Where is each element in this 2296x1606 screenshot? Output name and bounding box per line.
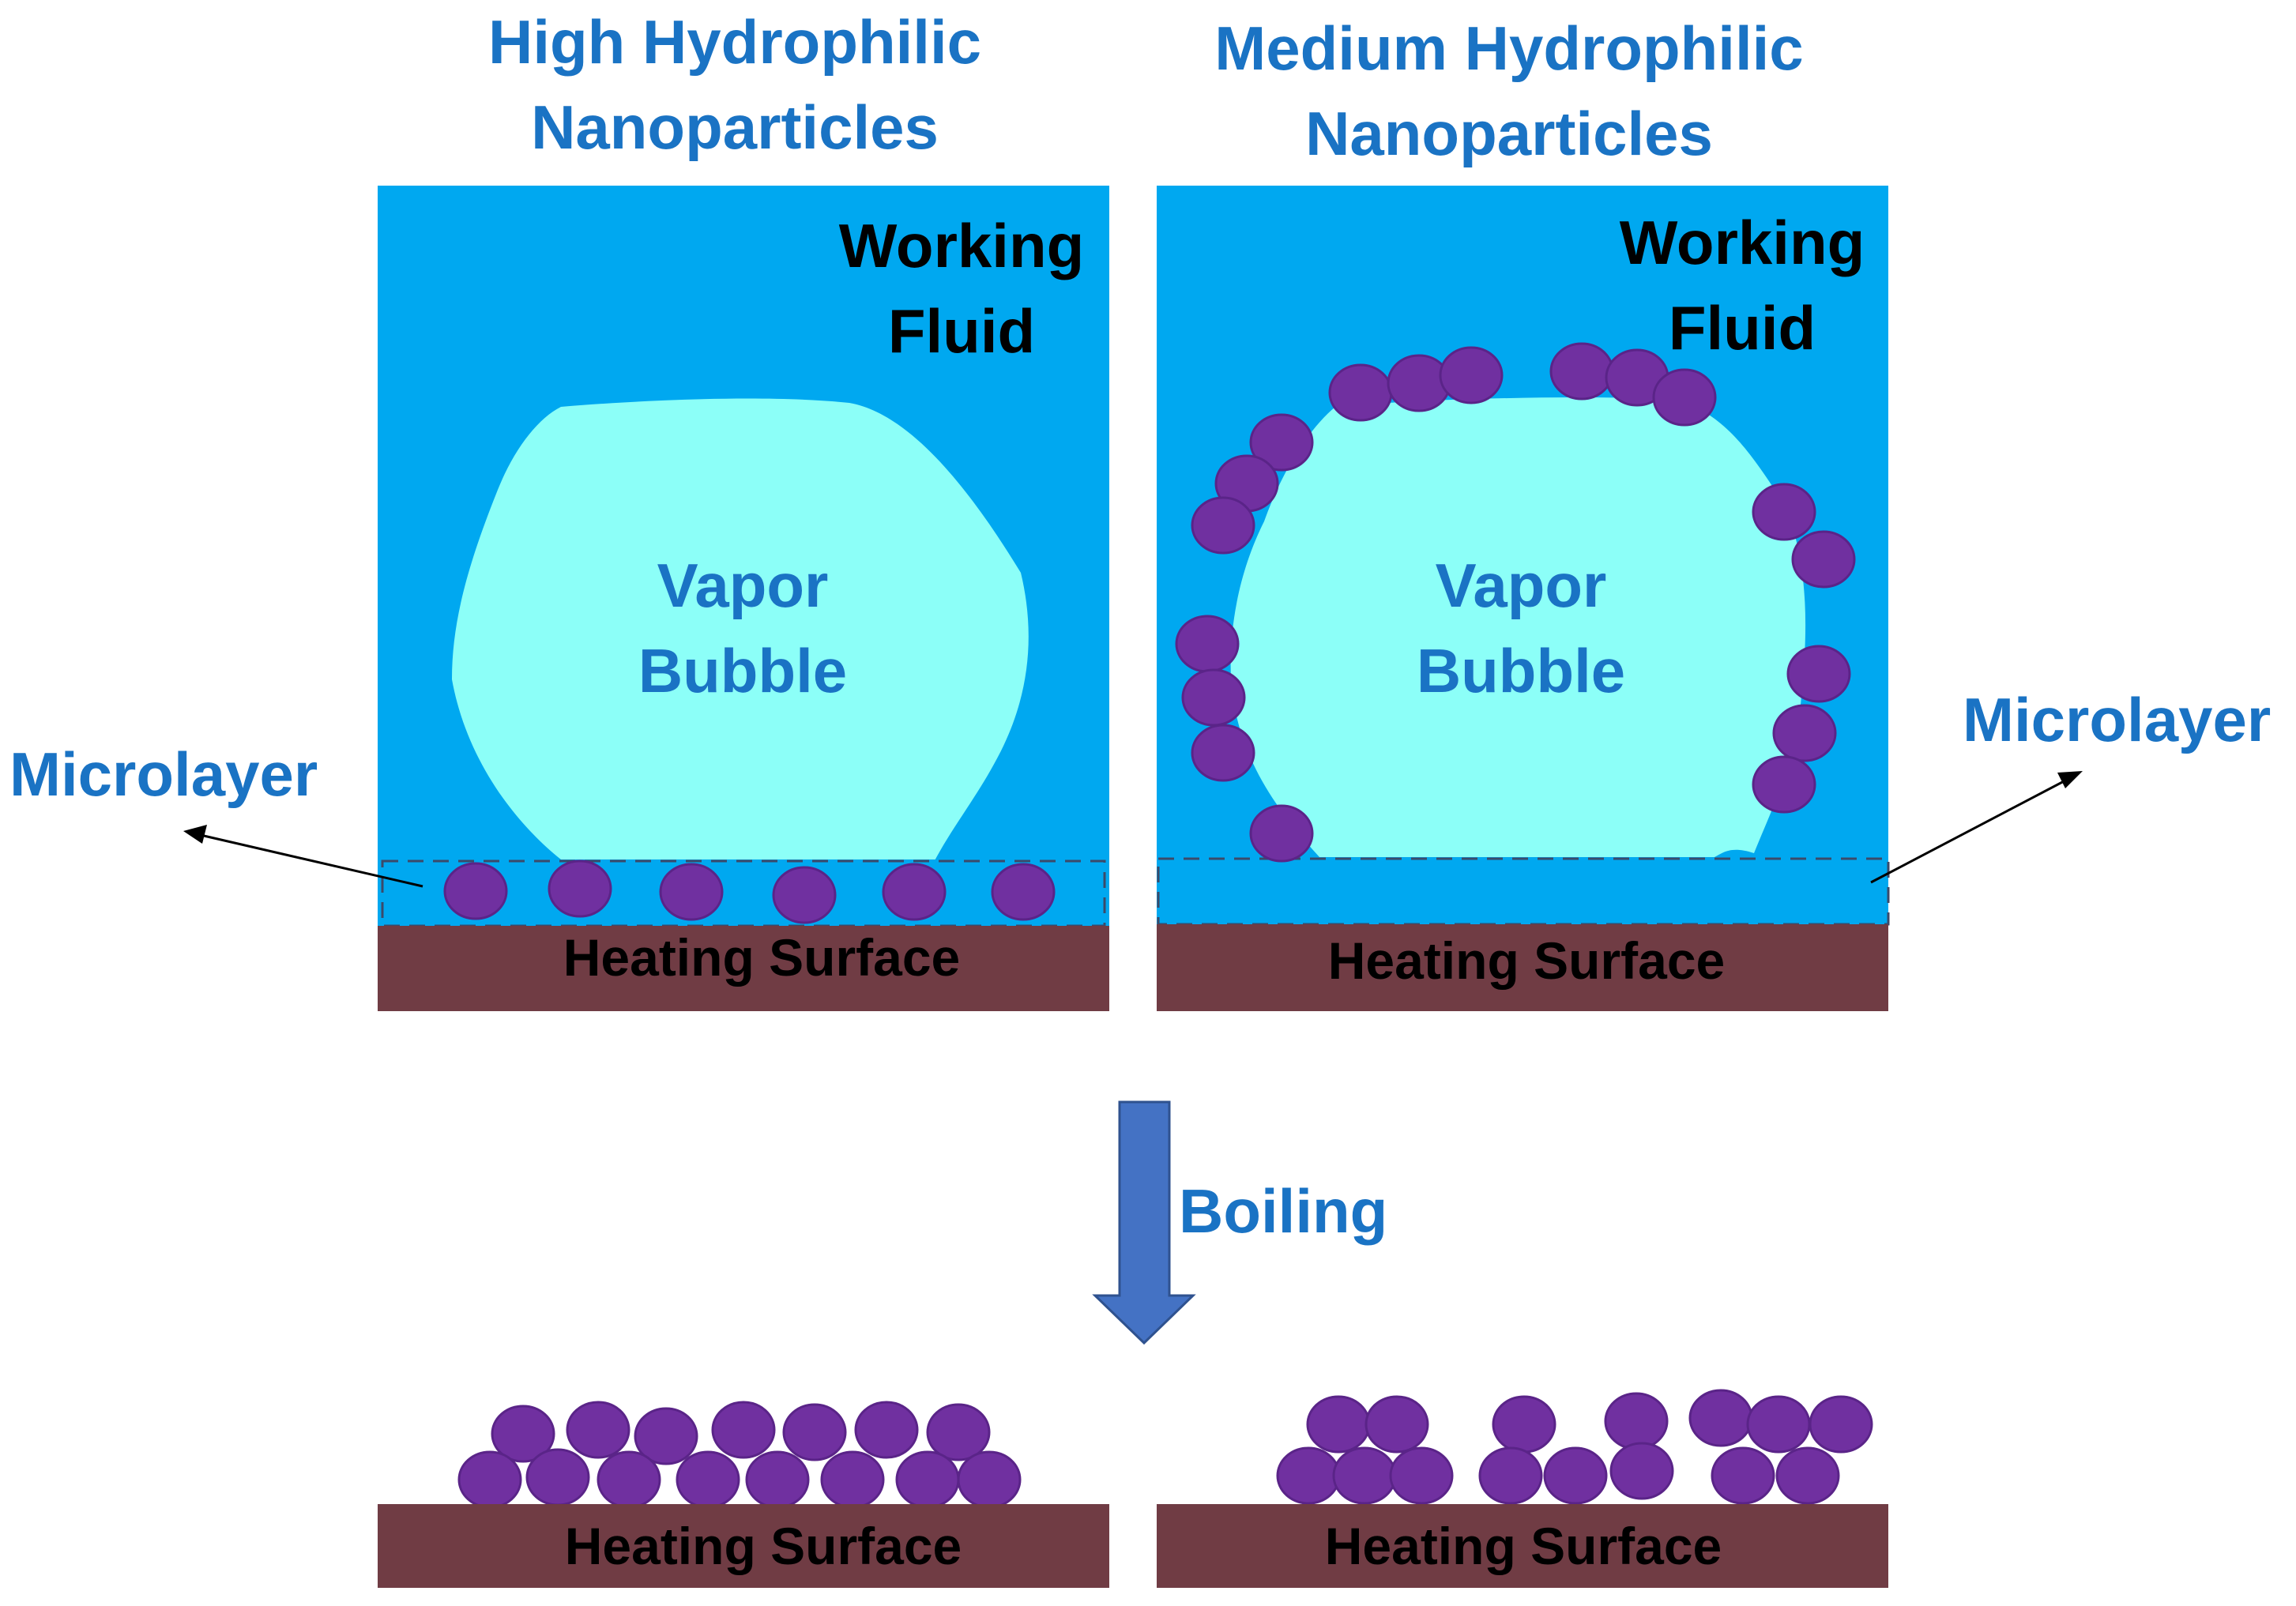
nanoparticle bbox=[1249, 804, 1314, 863]
nanoparticle bbox=[1604, 1392, 1669, 1450]
nanoparticle bbox=[566, 1401, 630, 1459]
nanoparticle bbox=[1549, 342, 1614, 401]
nanoparticle bbox=[1389, 1446, 1454, 1505]
vapor-label-right-2: Bubble bbox=[1417, 636, 1625, 705]
nanoparticle bbox=[1332, 1446, 1397, 1505]
microlayer-label-right: Microlayer bbox=[1963, 685, 2271, 754]
vapor-label-left-1: Vapor bbox=[657, 551, 829, 620]
heating-surface-label-right: Heating Surface bbox=[1328, 931, 1725, 990]
heating-surface-bottom-right bbox=[1157, 1504, 1888, 1588]
nanoparticle bbox=[1543, 1446, 1608, 1505]
nanoparticle bbox=[1181, 668, 1246, 727]
left-title-line1: High Hydrophilic bbox=[488, 7, 981, 77]
nanoparticle bbox=[854, 1401, 919, 1459]
vapor-label-left-2: Bubble bbox=[638, 636, 847, 705]
left-panel: Working Fluid Vapor Bubble Heating Surfa… bbox=[378, 186, 1109, 1011]
nanoparticle bbox=[1746, 1395, 1811, 1454]
right-title: Medium Hydrophilic Nanoparticles bbox=[1214, 13, 1803, 168]
nanoparticle bbox=[1306, 1395, 1371, 1454]
nanoparticle bbox=[1688, 1389, 1753, 1447]
working-fluid-label-right-1: Working bbox=[1620, 208, 1865, 277]
microlayer-region-right bbox=[1157, 857, 1888, 924]
nanoparticle bbox=[926, 1403, 991, 1461]
bubble-interface-particles-right bbox=[1175, 342, 1856, 863]
nanoparticle bbox=[711, 1401, 776, 1459]
nanoparticle bbox=[1711, 1446, 1775, 1505]
heating-surface-right bbox=[1157, 924, 1888, 1011]
nanoparticle bbox=[1786, 645, 1851, 703]
nanoparticle bbox=[957, 1450, 1022, 1509]
vapor-label-right-1: Vapor bbox=[1436, 551, 1607, 620]
nanoparticle bbox=[1439, 346, 1504, 404]
nanoparticle bbox=[1364, 1395, 1429, 1454]
nanoparticle bbox=[1478, 1446, 1543, 1505]
nanoparticle bbox=[1809, 1395, 1873, 1454]
nanoparticle bbox=[457, 1450, 522, 1509]
nanoparticle bbox=[491, 1405, 555, 1463]
boiling-arrow bbox=[1092, 1100, 1196, 1345]
left-title: High Hydrophilic Nanoparticles bbox=[488, 7, 981, 162]
microlayer-particles-left bbox=[443, 859, 1056, 924]
nanoparticle bbox=[772, 866, 837, 924]
nanoparticle bbox=[548, 859, 612, 918]
nanoparticle bbox=[991, 863, 1056, 921]
heating-surface-label-left: Heating Surface bbox=[563, 928, 960, 987]
microlayer-label-left: Microlayer bbox=[9, 739, 318, 809]
right-panel: Working Fluid Vapor Bubble Heating Surfa… bbox=[1157, 186, 1890, 1011]
nanoparticle bbox=[1492, 1395, 1556, 1454]
nanoparticle bbox=[1791, 530, 1856, 589]
nanoparticle bbox=[1772, 704, 1837, 762]
heating-surface-label-bottom-right: Heating Surface bbox=[1325, 1517, 1722, 1575]
nanoparticle bbox=[782, 1403, 847, 1461]
nanoparticle bbox=[443, 862, 508, 920]
microlayer-pointer-left bbox=[183, 825, 423, 888]
right-title-line1: Medium Hydrophilic bbox=[1214, 13, 1803, 83]
nanoparticle bbox=[1191, 724, 1255, 782]
nanoparticle bbox=[895, 1450, 960, 1509]
nanoparticle bbox=[1752, 755, 1816, 814]
nanoparticle bbox=[676, 1450, 740, 1509]
nanoparticle bbox=[1652, 368, 1717, 427]
heating-surface-label-bottom-left: Heating Surface bbox=[565, 1517, 962, 1575]
nanoparticle bbox=[1191, 496, 1255, 555]
left-title-line2: Nanoparticles bbox=[531, 92, 939, 162]
nanoparticle bbox=[1609, 1442, 1674, 1500]
heating-surface-left bbox=[378, 926, 1109, 1011]
microlayer-pointer-right bbox=[1870, 771, 2083, 884]
right-title-line2: Nanoparticles bbox=[1305, 99, 1713, 168]
nanoparticle bbox=[659, 863, 724, 921]
deposited-layer-left: Heating Surface bbox=[378, 1401, 1109, 1588]
nanoparticle bbox=[882, 863, 947, 921]
working-fluid-label-left-2: Fluid bbox=[888, 296, 1035, 366]
down-arrow-icon bbox=[1092, 1100, 1196, 1345]
nanoparticle bbox=[1276, 1446, 1341, 1505]
nanoparticle bbox=[597, 1450, 661, 1509]
working-fluid-label-right-2: Fluid bbox=[1669, 293, 1816, 363]
nanoparticle bbox=[525, 1448, 590, 1506]
vapor-bubble-left bbox=[452, 398, 1029, 908]
nanoparticle bbox=[820, 1450, 885, 1509]
nanoparticle bbox=[1328, 363, 1393, 422]
deposited-layer-right: Heating Surface bbox=[1157, 1389, 1888, 1588]
nanoparticle bbox=[745, 1450, 810, 1509]
heating-surface-bottom-left bbox=[378, 1504, 1109, 1588]
nanoparticle bbox=[1249, 413, 1314, 472]
nanoparticle bbox=[1752, 483, 1816, 541]
boiling-label: Boiling bbox=[1179, 1176, 1387, 1246]
nanoparticle bbox=[1775, 1446, 1840, 1505]
nanoparticle bbox=[634, 1407, 698, 1465]
working-fluid-label-left-1: Working bbox=[839, 211, 1085, 280]
microlayer-box-right bbox=[1157, 857, 1890, 926]
nanoparticle bbox=[1175, 615, 1240, 673]
vapor-bubble-right bbox=[1230, 397, 1806, 858]
